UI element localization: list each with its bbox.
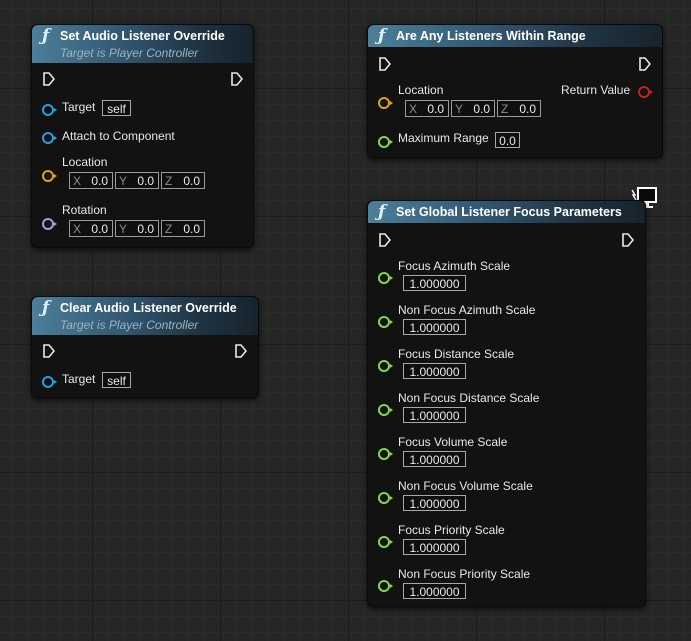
exec-in-pin-icon[interactable] (379, 57, 391, 71)
target-self-field[interactable]: self (102, 100, 131, 116)
target-label: Target (62, 100, 96, 114)
location-label: Location (398, 83, 444, 97)
target-pin-icon[interactable] (42, 376, 57, 388)
exec-in-pin-icon[interactable] (379, 233, 391, 247)
param-value-field[interactable]: 1.000000 (403, 539, 466, 555)
attach-to-component-label: Attach to Component (62, 129, 175, 143)
focus-azimuth-scale-pin-icon[interactable] (378, 272, 393, 284)
exec-in-pin-icon[interactable] (43, 344, 55, 358)
return-value-label: Return Value (561, 83, 631, 97)
rotation-label: Rotation (62, 203, 107, 217)
function-icon: ƒ (378, 26, 386, 46)
exec-out-pin-icon[interactable] (639, 57, 651, 71)
maximum-range-label: Maximum Range (398, 131, 489, 145)
location-pin-icon[interactable] (378, 97, 393, 109)
exec-out-pin-icon[interactable] (622, 233, 634, 247)
focus-priority-scale-pin-icon[interactable] (378, 536, 393, 548)
param-row: Non Focus Priority Scale 1.000000 (368, 567, 645, 603)
param-row: Focus Priority Scale 1.000000 (368, 523, 645, 559)
param-label: Focus Distance Scale (398, 347, 515, 361)
location-pin-icon[interactable] (42, 170, 57, 182)
target-label: Target (62, 372, 96, 386)
focus-volume-scale-pin-icon[interactable] (378, 448, 393, 460)
node-header[interactable]: ƒ Set Audio Listener Override Target is … (32, 25, 253, 63)
monitor-icon (631, 187, 657, 208)
param-label: Focus Azimuth Scale (398, 259, 511, 273)
non-focus-distance-scale-pin-icon[interactable] (378, 404, 393, 416)
non-focus-azimuth-scale-pin-icon[interactable] (378, 316, 393, 328)
location-label: Location (62, 155, 108, 169)
function-icon: ƒ (378, 202, 386, 222)
exec-out-pin-icon[interactable] (231, 72, 243, 86)
param-row: Non Focus Distance Scale 1.000000 (368, 391, 645, 427)
function-icon: ƒ (42, 298, 50, 318)
target-pin-icon[interactable] (42, 104, 57, 116)
param-label: Focus Priority Scale (398, 523, 505, 537)
node-title: Clear Audio Listener Override (60, 301, 237, 315)
target-self-field[interactable]: self (102, 372, 131, 388)
param-label: Non Focus Priority Scale (398, 567, 531, 581)
node-title: Set Global Listener Focus Parameters (396, 205, 622, 219)
node-title: Are Any Listeners Within Range (396, 29, 586, 43)
param-label: Non Focus Volume Scale (398, 479, 533, 493)
node-set-global-listener-focus-parameters[interactable]: ƒ Set Global Listener Focus Parameters F… (367, 200, 646, 607)
param-value-field[interactable]: 1.000000 (403, 583, 466, 599)
focus-distance-scale-pin-icon[interactable] (378, 360, 393, 372)
param-value-field[interactable]: 1.000000 (403, 407, 466, 423)
param-value-field[interactable]: 1.000000 (403, 319, 466, 335)
param-row: Focus Volume Scale 1.000000 (368, 435, 645, 471)
node-subtitle: Target is Player Controller (60, 46, 199, 60)
function-icon: ƒ (42, 26, 50, 46)
param-value-field[interactable]: 1.000000 (403, 363, 466, 379)
maximum-range-field[interactable]: 0.0 (495, 132, 520, 148)
param-row: Non Focus Azimuth Scale 1.000000 (368, 303, 645, 339)
param-row: Non Focus Volume Scale 1.000000 (368, 479, 645, 515)
param-row: Focus Distance Scale 1.000000 (368, 347, 645, 383)
node-header[interactable]: ƒ Are Any Listeners Within Range (368, 25, 662, 47)
exec-in-pin-icon[interactable] (43, 72, 55, 86)
param-label: Focus Volume Scale (398, 435, 508, 449)
node-title: Set Audio Listener Override (60, 29, 225, 43)
node-header[interactable]: ƒ Set Global Listener Focus Parameters (368, 201, 645, 223)
attach-to-component-pin-icon[interactable] (42, 132, 57, 144)
node-are-any-listeners-within-range[interactable]: ƒ Are Any Listeners Within Range Locatio… (367, 24, 663, 158)
param-row: Focus Azimuth Scale 1.000000 (368, 259, 645, 295)
non-focus-volume-scale-pin-icon[interactable] (378, 492, 393, 504)
param-value-field[interactable]: 1.000000 (403, 451, 466, 467)
non-focus-priority-scale-pin-icon[interactable] (378, 580, 393, 592)
param-value-field[interactable]: 1.000000 (403, 275, 466, 291)
maximum-range-pin-icon[interactable] (378, 136, 393, 148)
node-subtitle: Target is Player Controller (60, 318, 199, 332)
exec-out-pin-icon[interactable] (235, 344, 247, 358)
node-clear-audio-listener-override[interactable]: ƒ Clear Audio Listener Override Target i… (31, 296, 259, 398)
param-value-field[interactable]: 1.000000 (403, 495, 466, 511)
param-label: Non Focus Distance Scale (398, 391, 540, 405)
node-set-audio-listener-override[interactable]: ƒ Set Audio Listener Override Target is … (31, 24, 254, 248)
param-label: Non Focus Azimuth Scale (398, 303, 536, 317)
return-value-pin-icon[interactable] (638, 86, 653, 98)
rotation-pin-icon[interactable] (42, 218, 57, 230)
node-header[interactable]: ƒ Clear Audio Listener Override Target i… (32, 297, 258, 335)
